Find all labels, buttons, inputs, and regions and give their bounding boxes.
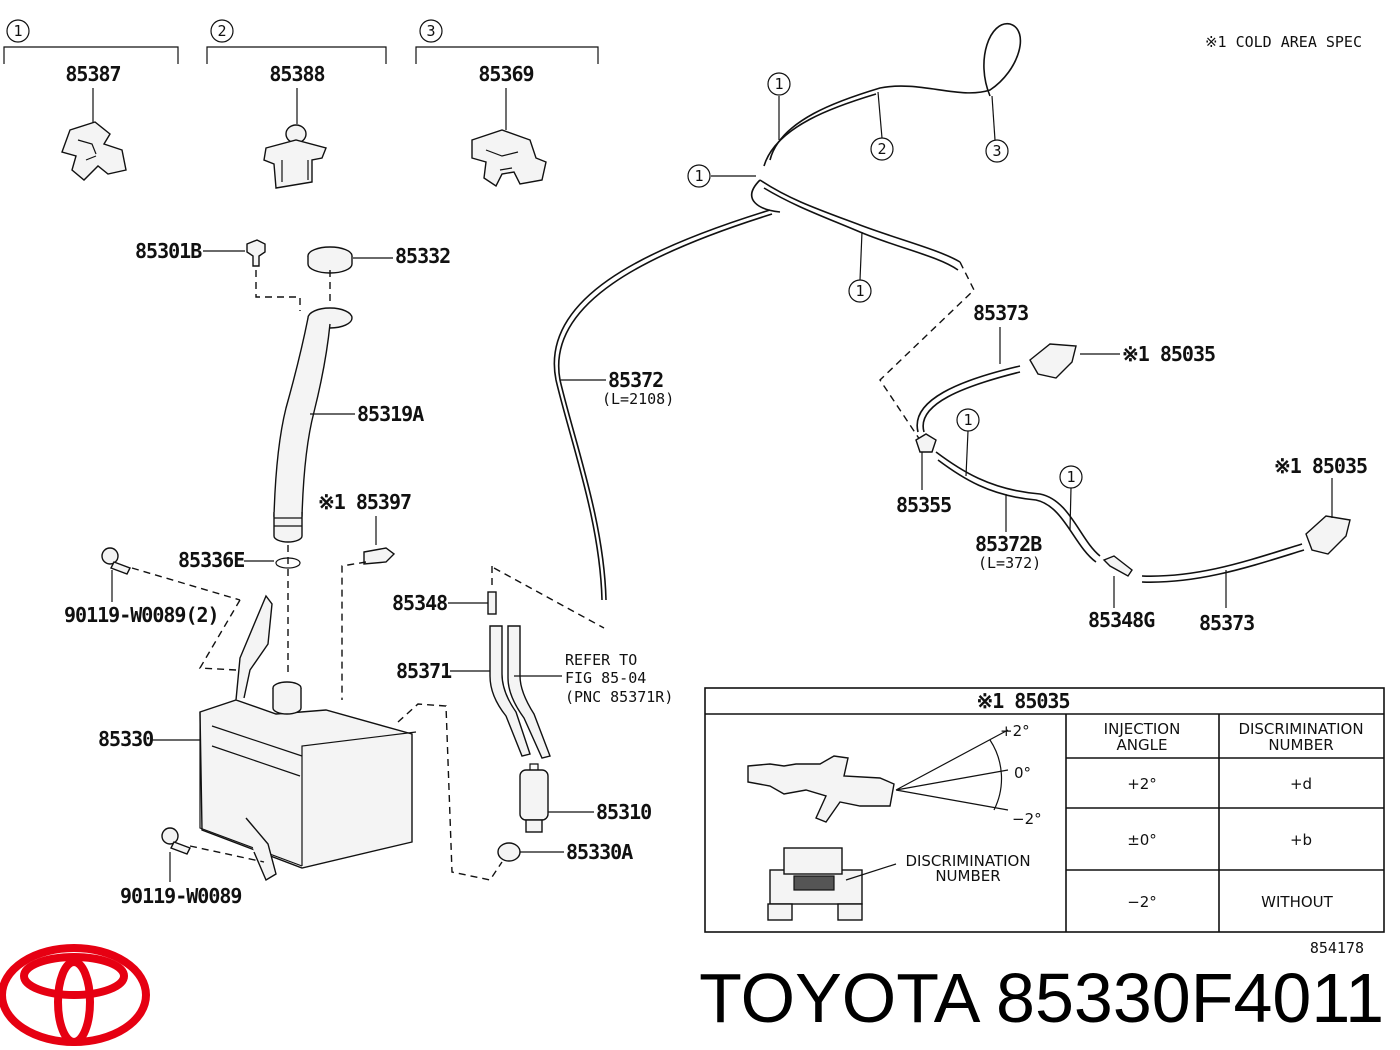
clip-legend: 1 85387 2 85388 3 85369 <box>3 19 599 189</box>
clip-number-1: 1 <box>13 22 22 40</box>
nozzle-85035-upper-icon <box>1029 343 1077 379</box>
label-85372-length: (L=2108) <box>602 390 674 408</box>
row-disc-1: +d <box>1290 775 1312 793</box>
label-85348: 85348 <box>392 591 447 615</box>
figure-number: 854178 <box>1310 939 1364 957</box>
spray-angle-plus: +2° <box>1000 722 1030 740</box>
sensor-85397-icon <box>363 547 396 565</box>
joint-85348G-icon <box>1102 555 1133 577</box>
pump-assembly: 85348 85371 REFER TO FIG 85-04 (PNC 8537… <box>392 566 673 864</box>
disc-number-label-2: NUMBER <box>935 867 1000 885</box>
row-angle-3: −2° <box>1127 893 1157 911</box>
filler-assembly: 85301B 85332 85319A ※1 85397 85336E <box>135 239 451 700</box>
label-90119-lower: 90119-W0089 <box>120 884 241 908</box>
upper-hoses: 1 1 2 3 1 <box>687 23 1022 441</box>
row-angle-1: +2° <box>1127 775 1157 793</box>
label-90119-upper: 90119-W0089(2) <box>64 603 219 627</box>
label-85336E: 85336E <box>178 548 244 572</box>
toyota-logo-icon <box>0 944 150 1046</box>
label-85355: 85355 <box>896 493 951 517</box>
spray-angle-zero: 0° <box>1014 764 1031 782</box>
joint-85348-icon <box>487 591 497 615</box>
washer-tank-85330-icon <box>199 594 417 882</box>
clip-85369-icon <box>471 129 547 188</box>
tank-assembly: 90119-W0089(2) 85330 90119-W0089 <box>64 547 503 908</box>
nozzle-spray-illustration: +2° 0° −2° <box>747 722 1042 828</box>
label-85332: 85332 <box>395 244 450 268</box>
label-85301B: 85301B <box>135 239 202 263</box>
clip-number-2: 2 <box>217 22 226 40</box>
brand-part-number: TOYOTA 85330F4011 <box>699 959 1384 1037</box>
callout-1d: 1 <box>963 411 972 429</box>
label-85371: 85371 <box>396 659 452 683</box>
pump-85310-icon <box>519 763 549 833</box>
label-85035-upper: ※1 85035 <box>1122 342 1215 366</box>
clip-85388-icon <box>263 124 327 189</box>
disc-number-label-1: DISCRIMINATION <box>905 852 1030 870</box>
clip-part-85388: 85388 <box>269 62 324 86</box>
label-85373-lower: 85373 <box>1199 611 1254 635</box>
callout-3: 3 <box>992 142 1001 160</box>
bolt-85301B-icon <box>246 239 266 267</box>
discrimination-connector-illustration: DISCRIMINATION NUMBER <box>767 847 1031 921</box>
clip-part-85387: 85387 <box>65 62 120 86</box>
cap-85332-icon <box>307 246 353 274</box>
label-85330: 85330 <box>98 727 153 751</box>
hose-85372: 85372 (L=2108) <box>553 209 773 601</box>
col-discrimination-2: NUMBER <box>1268 736 1333 754</box>
nozzle-85035-lower-icon <box>1305 515 1351 555</box>
label-85372B-length: (L=372) <box>978 554 1041 572</box>
hose-85371-icon <box>489 625 551 759</box>
joint-85355-icon <box>915 433 937 453</box>
callout-1a: 1 <box>774 75 783 93</box>
refer-line-2: FIG 85-04 <box>565 669 646 687</box>
label-85372B: 85372B <box>975 532 1042 556</box>
label-85373-upper: 85373 <box>973 301 1028 325</box>
col-injection-angle-1: INJECTION <box>1104 720 1181 738</box>
spray-angle-minus: −2° <box>1012 810 1042 828</box>
clip-number-3: 3 <box>426 22 435 40</box>
callout-1e: 1 <box>1066 468 1075 486</box>
label-85319A: 85319A <box>357 402 424 426</box>
refer-line-1: REFER TO <box>565 651 637 669</box>
refer-line-3: (PNC 85371R) <box>565 688 673 706</box>
label-85348G: 85348G <box>1088 608 1155 632</box>
callout-1b: 1 <box>694 167 703 185</box>
callout-2: 2 <box>877 140 886 158</box>
injection-table: ※1 85035 INJECTION ANGLE DISCRIMINATION … <box>704 687 1385 933</box>
bolt-90119-upper-icon <box>101 547 131 575</box>
cold-area-note: ※1 COLD AREA SPEC <box>1205 33 1362 51</box>
clip-85387-icon <box>61 121 127 181</box>
grommet-85330A-icon <box>497 842 521 862</box>
table-title: ※1 85035 <box>976 689 1069 713</box>
bolt-90119-lower-icon <box>161 827 191 855</box>
col-injection-angle-2: ANGLE <box>1117 736 1168 754</box>
clip-part-85369: 85369 <box>478 62 533 86</box>
label-85372: 85372 <box>608 368 663 392</box>
callout-1c: 1 <box>855 282 864 300</box>
row-angle-2: ±0° <box>1127 831 1157 849</box>
row-disc-3: WITHOUT <box>1261 893 1333 911</box>
label-85035-lower: ※1 85035 <box>1274 454 1367 478</box>
col-discrimination-1: DISCRIMINATION <box>1238 720 1363 738</box>
nozzle-assembly: 85373 ※1 85035 85355 1 1 85372B (L=372) … <box>896 301 1368 635</box>
label-85310: 85310 <box>596 800 651 824</box>
label-85330A: 85330A <box>566 840 633 864</box>
label-85397: ※1 85397 <box>318 490 411 514</box>
filler-pipe-85319A-icon <box>273 307 353 543</box>
row-disc-2: +b <box>1290 831 1312 849</box>
